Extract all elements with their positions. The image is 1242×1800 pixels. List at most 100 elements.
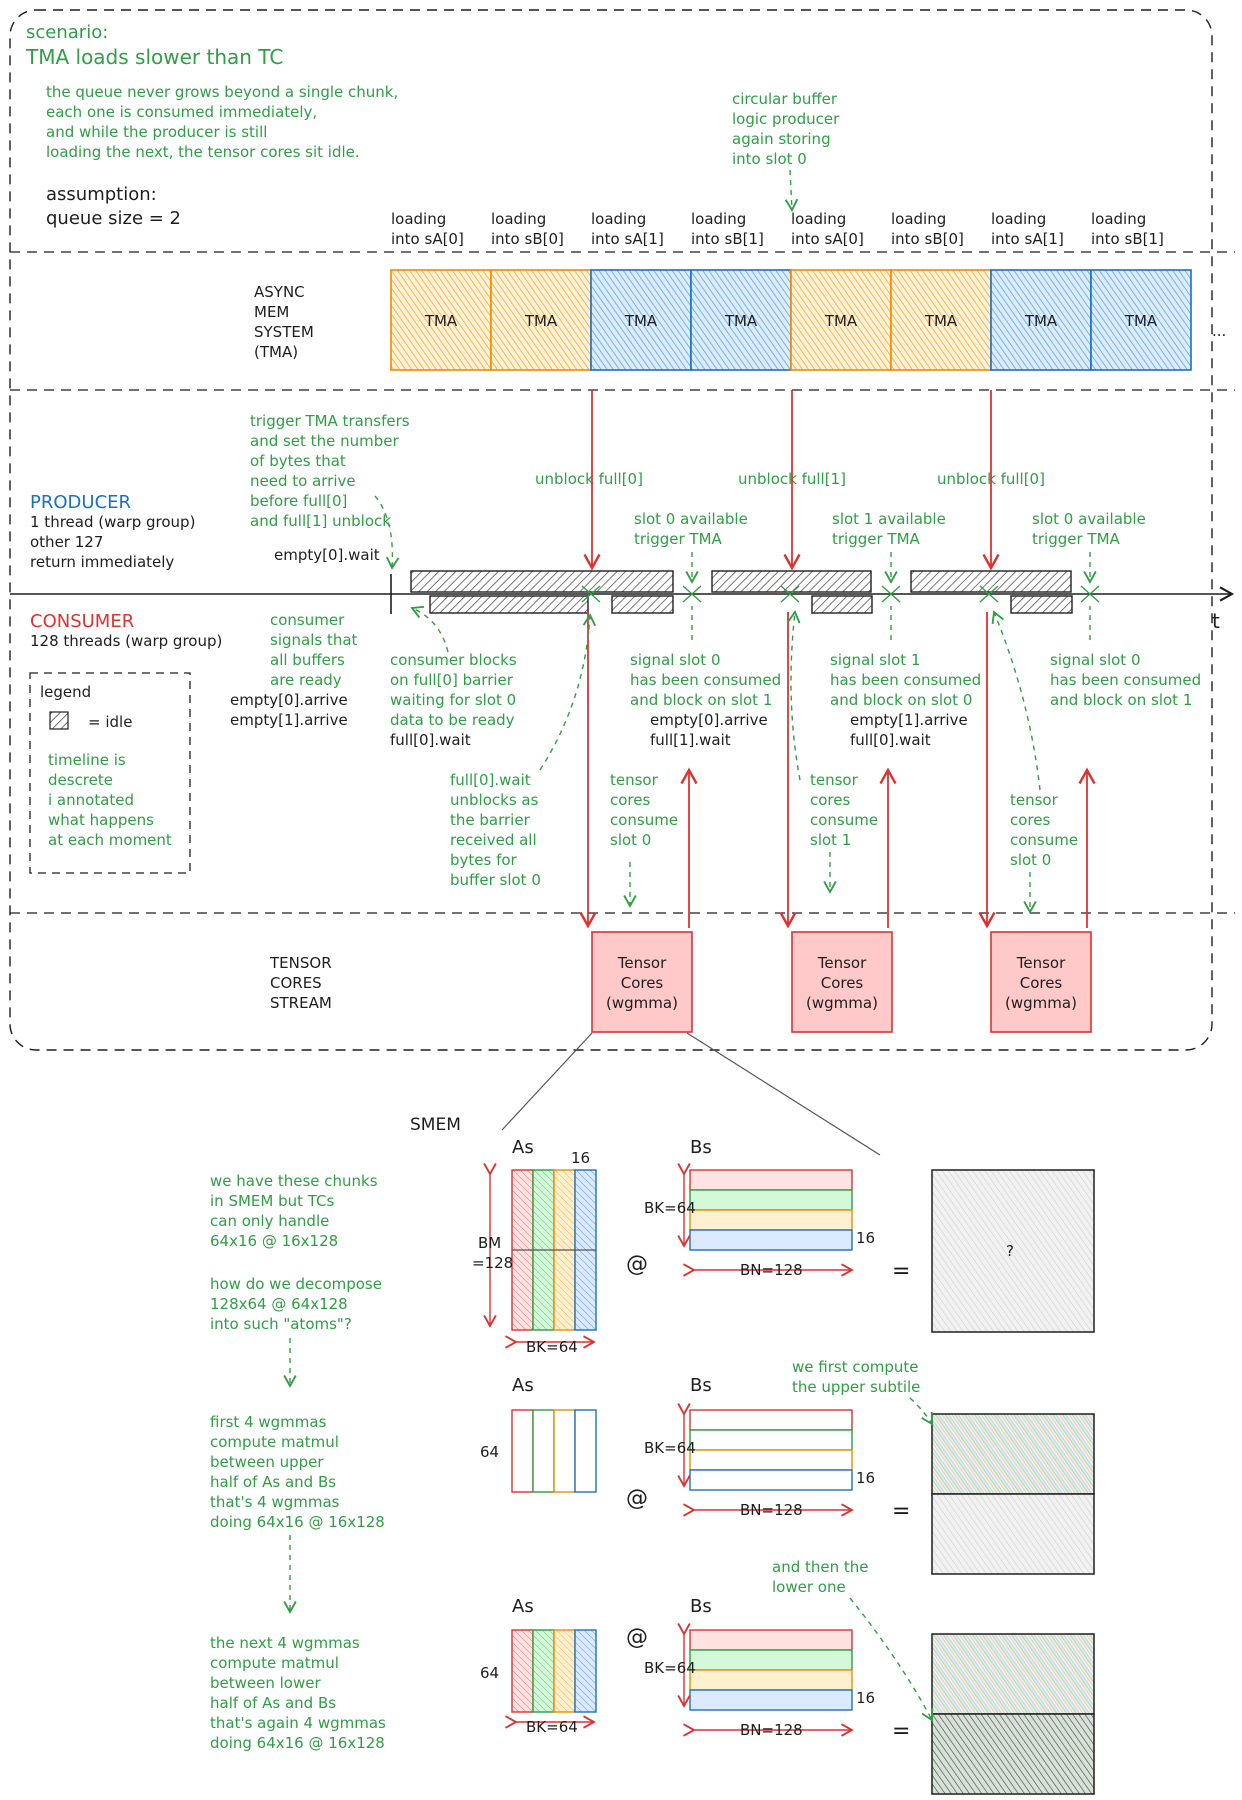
- upper-note-arrow: [909, 1397, 933, 1426]
- signal-note-line: has been consumed: [630, 671, 781, 689]
- legend-note-line: what happens: [48, 811, 154, 829]
- dim-64-label: 64: [480, 1664, 499, 1682]
- assumption-label: assumption:: [46, 184, 157, 205]
- as-label: As: [512, 1137, 534, 1158]
- tensor-core-box-label: Tensor: [1016, 954, 1066, 972]
- bs-row: [689, 1649, 853, 1671]
- result-lower-subtile: [931, 1493, 1095, 1575]
- eq-symbol: =: [892, 1719, 910, 1744]
- producer-title: PRODUCER: [30, 492, 131, 513]
- smem-note-line: 64x16 @ 16x128: [210, 1232, 338, 1250]
- smem-note-line: that's again 4 wgmmas: [210, 1714, 386, 1732]
- producer-line: other 127: [30, 533, 103, 551]
- tc-label-line: STREAM: [270, 994, 332, 1012]
- consume-note-line: slot 0: [1010, 851, 1051, 869]
- as-column: [511, 1409, 534, 1493]
- trigger-note-line: of bytes that: [250, 452, 346, 470]
- tensor-core-box: [990, 931, 1092, 1033]
- tensor-core-boxes: TensorCores(wgmma)TensorCores(wgmma)Tens…: [591, 931, 1092, 1033]
- consume-note-line: cores: [610, 791, 650, 809]
- tensor-core-box: [591, 931, 693, 1033]
- as-column: [553, 1409, 576, 1493]
- tma-ellipsis: ...: [1212, 322, 1226, 340]
- as-label: As: [512, 1375, 534, 1396]
- tensor-core-box-label: Cores: [821, 974, 864, 992]
- slot-available-line: slot 0 available: [1032, 510, 1146, 528]
- legend-note-line: i annotated: [48, 791, 134, 809]
- tc-label-line: CORES: [270, 974, 322, 992]
- consume-note-arrow: [787, 610, 801, 781]
- bk-label: BK=64: [644, 1439, 696, 1457]
- consume-note-line: cores: [810, 791, 850, 809]
- tc-label-line: TENSOR: [269, 954, 332, 972]
- dim-16-label: 16: [571, 1149, 590, 1167]
- unknown-mark: ?: [1006, 1242, 1014, 1260]
- bn-label: BN=128: [740, 1501, 803, 1519]
- unblocks-note-line: received all: [450, 831, 537, 849]
- slot-available-line: slot 0 available: [634, 510, 748, 528]
- bk-label: BK=64: [644, 1199, 696, 1217]
- smem-note-line: doing 64x16 @ 16x128: [210, 1734, 385, 1752]
- producer-idle-bar: [410, 570, 674, 593]
- bm-label: BM: [478, 1234, 501, 1252]
- loading-label: into sA[1]: [591, 230, 664, 248]
- smem-note-line: in SMEM but TCs: [210, 1192, 335, 1210]
- trigger-note-line: need to arrive: [250, 472, 356, 490]
- bs-row: [689, 1189, 853, 1211]
- legend-note-line: at each moment: [48, 831, 172, 849]
- as-column: [574, 1629, 597, 1713]
- upper-note-line: the upper subtile: [792, 1378, 920, 1396]
- legend-box: [29, 672, 191, 874]
- consume-note-line: tensor: [810, 771, 859, 789]
- slot-available-line: slot 1 available: [832, 510, 946, 528]
- unblocks-note-arrow: [539, 613, 597, 771]
- consume-note-line: consume: [610, 811, 678, 829]
- bs-row: [689, 1629, 853, 1651]
- as-column: [532, 1629, 555, 1713]
- smem-note-line: compute matmul: [210, 1433, 339, 1451]
- signals-note-line: are ready: [270, 671, 342, 689]
- tma-block-label: TMA: [524, 312, 558, 330]
- smem-note-line: between lower: [210, 1674, 321, 1692]
- bk-label: BK=64: [526, 1338, 578, 1356]
- as-matrix: [511, 1629, 597, 1713]
- zoom-line: [501, 1032, 593, 1131]
- signals-note-line: signals that: [270, 631, 358, 649]
- result-upper-subtile: [931, 1633, 1095, 1715]
- lower-note-arrow: [849, 1597, 934, 1722]
- signal-note-line: and block on slot 1: [1050, 691, 1192, 709]
- producer-line: return immediately: [30, 553, 174, 571]
- unblocks-note-line: buffer slot 0: [450, 871, 541, 889]
- bs-row: [689, 1229, 853, 1251]
- async-label-line: ASYNC: [254, 283, 305, 301]
- dim-64-label: 64: [480, 1443, 499, 1461]
- consumer-idle-bar: [1010, 595, 1073, 614]
- async-label-line: SYSTEM: [254, 323, 314, 341]
- consumer-idle-bar: [811, 595, 873, 614]
- tma-block: [1090, 269, 1192, 371]
- consume-note-line: consume: [1010, 831, 1078, 849]
- loading-label: loading: [491, 210, 546, 228]
- smem-note-line: the next 4 wgmmas: [210, 1634, 360, 1652]
- trigger-note-line: trigger TMA transfers: [250, 412, 410, 430]
- blocks-note-line: data to be ready: [390, 711, 515, 729]
- loading-label: loading: [1091, 210, 1146, 228]
- signal-note-line: signal slot 0: [630, 651, 721, 669]
- loading-label: loading: [691, 210, 746, 228]
- dim-16-label: 16: [856, 1229, 875, 1247]
- bn-label: BN=128: [740, 1261, 803, 1279]
- tma-block: [390, 269, 492, 371]
- circular-note-line: circular buffer: [732, 90, 838, 108]
- bs-matrix: [689, 1629, 853, 1711]
- at-symbol: @: [626, 1486, 648, 1511]
- dim-16-label: 16: [856, 1689, 875, 1707]
- loading-label: into sA[0]: [791, 230, 864, 248]
- tensor-core-box-label: (wgmma): [806, 994, 878, 1012]
- unblocks-note-line: the barrier: [450, 811, 531, 829]
- bs-row: [689, 1669, 853, 1691]
- loading-label: into sB[1]: [1091, 230, 1164, 248]
- blocks-code: full[0].wait: [390, 731, 471, 749]
